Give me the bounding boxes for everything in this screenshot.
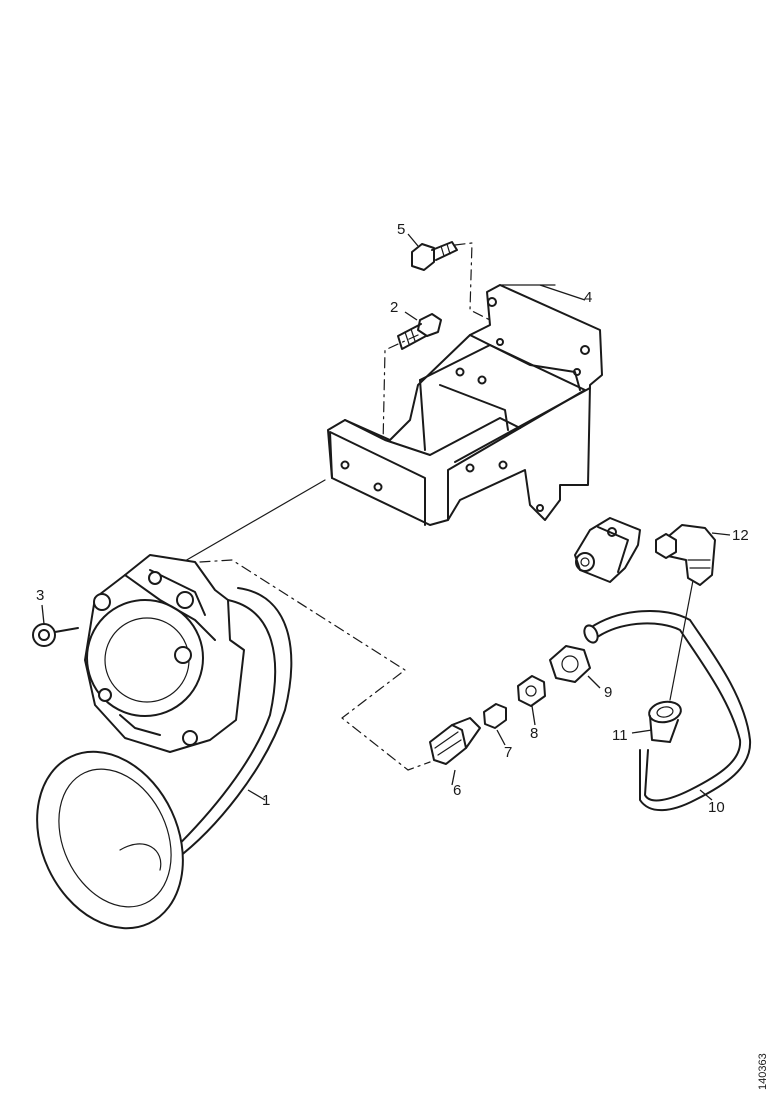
t-block-fitting [574, 517, 641, 583]
part-7-fitting [483, 703, 507, 729]
part-5-bolt [411, 241, 458, 271]
callouts: 1 2 3 4 5 6 7 8 9 10 11 12 [36, 221, 749, 816]
callout-3: 3 [36, 587, 44, 604]
callout-9: 9 [604, 684, 612, 701]
part-9-nut [549, 645, 591, 683]
callout-11: 11 [612, 727, 628, 744]
callout-1: 1 [262, 792, 270, 809]
callout-2: 2 [390, 299, 398, 316]
part-1-air-horn [36, 554, 293, 930]
callout-4: 4 [584, 289, 592, 306]
part-10-pipe [583, 610, 752, 812]
callout-10: 10 [708, 799, 725, 816]
part-3-nut [32, 623, 79, 647]
part-12-elbow [655, 524, 716, 586]
assembly-line-air-supply [199, 559, 431, 771]
callout-8: 8 [530, 725, 538, 742]
callout-12: 12 [732, 527, 749, 544]
reference-code: 140363 [757, 1053, 769, 1090]
callout-5: 5 [397, 221, 405, 238]
part-8-fitting [517, 675, 546, 707]
part-11-fitting [648, 700, 682, 743]
callout-6: 6 [453, 782, 461, 799]
part-2-bolt [397, 313, 442, 350]
assembly-line-horn-mount [177, 479, 326, 566]
part-4-bracket [327, 284, 603, 526]
callout-7: 7 [504, 744, 512, 761]
part-6-connector [429, 717, 481, 765]
assembly-line-bolt-5 [454, 242, 491, 321]
